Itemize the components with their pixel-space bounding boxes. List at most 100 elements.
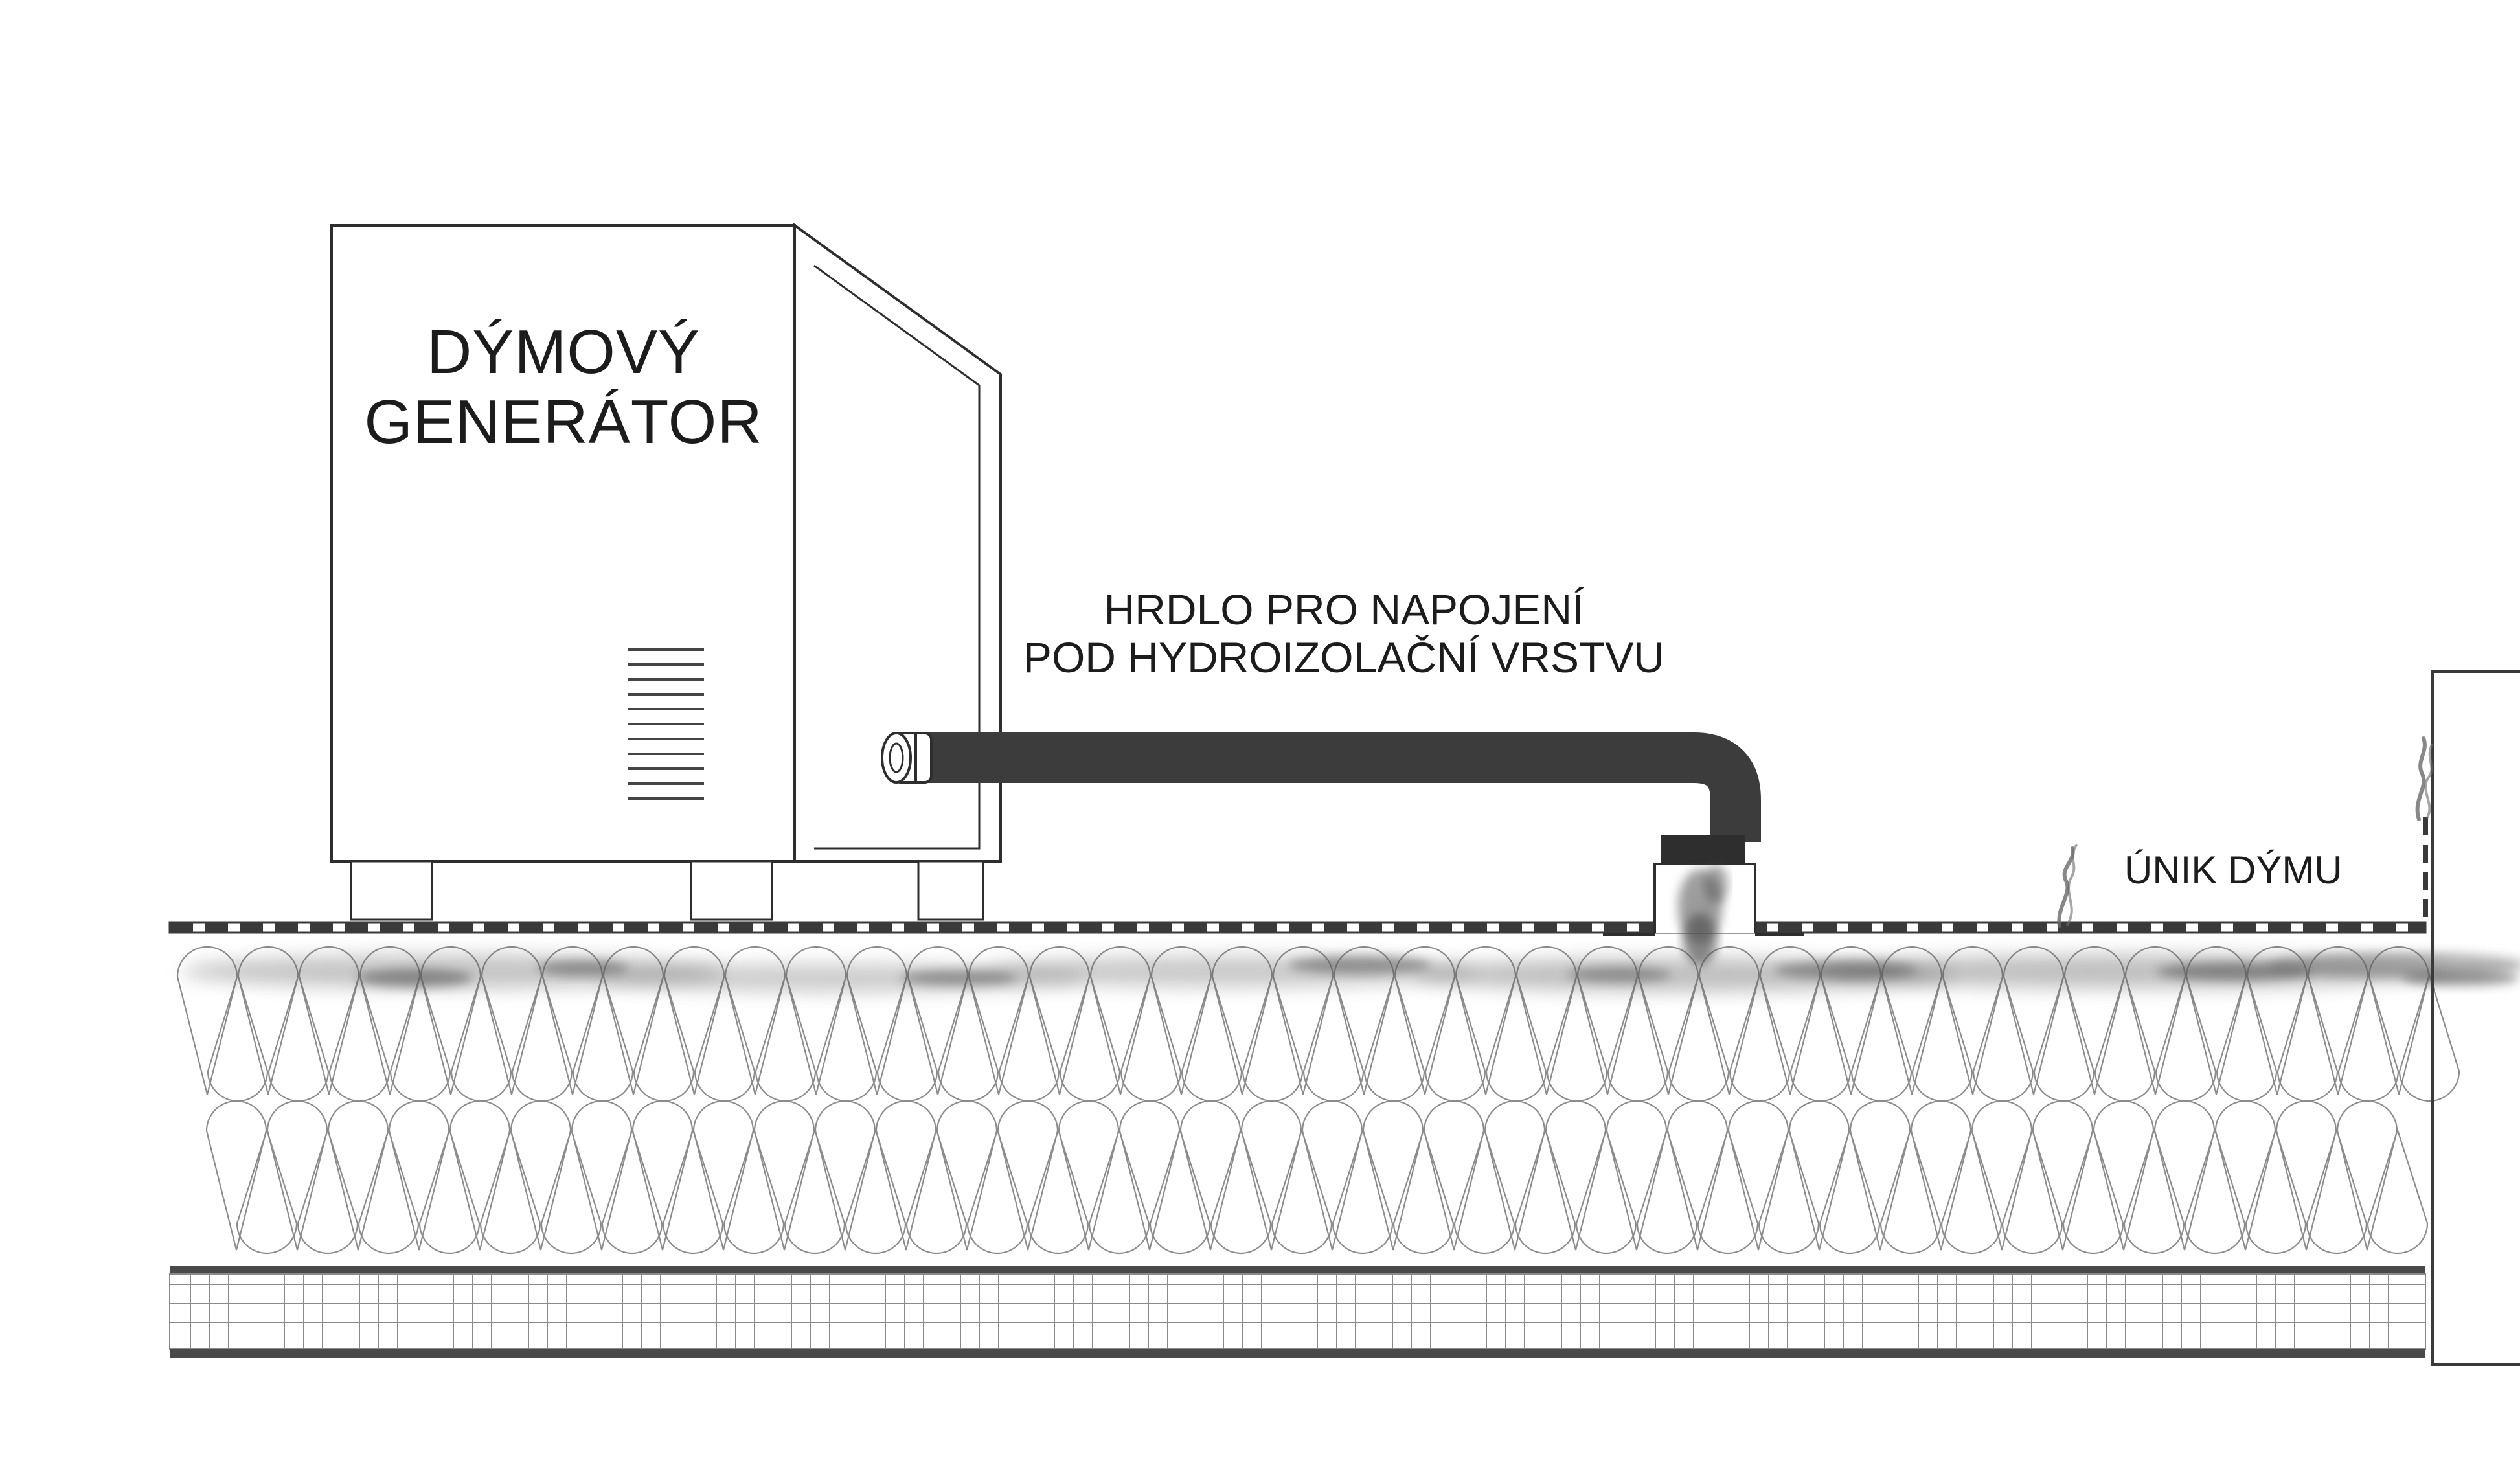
insulation-teardrop [814,1100,876,1251]
insulation-teardrop [2184,1128,2246,1255]
insulation-teardrop [1058,1100,1120,1251]
insulation-teardrop [389,972,451,1102]
insulation-teardrop [1850,972,1913,1102]
insulation-teardrop [1149,1128,1211,1255]
insulation-teardrop [205,1100,267,1251]
insulation-teardrop [937,972,999,1102]
insulation-teardrop [2216,972,2278,1102]
insulation-teardrop [997,1100,1059,1251]
smoke-leak-label: ÚNIK DÝMU [2124,848,2343,892]
insulation-teardrop [2032,1100,2094,1251]
insulation-teardrop [1849,1100,1911,1251]
hose-icon [881,732,1761,864]
insulation-teardrop [2214,1100,2276,1251]
generator-label-line-2: GENERÁTOR [364,387,763,457]
insulation-teardrop [418,1128,481,1255]
insulation-teardrop [1392,1128,1455,1255]
insulation-teardrop [1271,1128,1333,1255]
generator-label: DÝMOVÝ GENERÁTOR [337,317,790,457]
insulation-teardrop [510,1100,572,1251]
nozzle-label: HRDLO PRO NAPOJENÍ POD HYDROIZOLAČNÍ VRS… [1010,585,1677,682]
insulation-teardrop [1819,1128,1881,1255]
insulation-teardrop [694,972,756,1102]
insulation-teardrop [1729,972,1791,1102]
insulation-teardrop [266,1100,328,1251]
insulation-teardrop [2062,1128,2124,1255]
insulation-teardrop [2276,972,2339,1102]
insulation-teardrop [2153,1100,2216,1251]
insulation-teardrop [784,1128,846,1255]
insulation-teardrop [388,1100,450,1251]
waterproofing-membrane [168,921,2427,934]
insulation-teardrop [966,1128,1028,1255]
smoke-generator-icon [330,223,1002,921]
nozzle-label-line-2: POD HYDROIZOLAČNÍ VRSTVU [1023,633,1665,681]
insulation-teardrop [1453,1128,1515,1255]
insulation-teardrop [1120,972,1182,1102]
insulation-teardrop [1911,972,1973,1102]
insulation-teardrop [1971,1100,2033,1251]
insulation-teardrop [692,1100,755,1251]
insulation-teardrop [2336,1100,2398,1251]
insulation-teardrop [1545,1100,1607,1251]
insulation-teardrop [358,1128,420,1255]
insulation-teardrop [753,1100,815,1251]
insulation-teardrop [1088,1128,1150,1255]
insulation-teardrop [449,1100,511,1251]
insulation-teardrop [1362,1100,1424,1251]
insulation-teardrop [936,1100,998,1251]
insulation-teardrop [1879,1128,1942,1255]
smoke-under-membrane [181,952,2520,992]
insulation-teardrop [755,972,817,1102]
insulation-teardrop [631,1100,694,1251]
insulation-teardrop [1424,972,1486,1102]
insulation-teardrop [1484,1100,1546,1251]
insulation-teardrop [1302,972,1365,1102]
insulation-teardrop [905,1128,968,1255]
insulation-teardrop [723,1128,785,1255]
insulation-teardrop [876,972,938,1102]
insulation-teardrop [2337,972,2400,1102]
generator-foot [917,860,984,921]
insulation-teardrop [601,1128,663,1255]
wall [2423,670,2520,1366]
insulation-teardrop [2093,1100,2155,1251]
smoke-wisp-icon [2057,736,2433,928]
insulation-teardrop [297,1128,359,1255]
insulation-teardrop [815,972,878,1102]
insulation-teardrop [998,972,1060,1102]
insulation-teardrop [327,1100,389,1251]
insulation-teardrop [1910,1100,1972,1251]
insulation-teardrop [1758,1128,1820,1255]
insulation-teardrop [1727,1100,1789,1251]
base-grid-layer [169,1266,2426,1358]
insulation-teardrop [328,972,391,1102]
insulation-teardrop [1789,972,1852,1102]
insulation-teardrop [662,1128,724,1255]
insulation-teardrop [1575,1128,1637,1255]
insulation-teardrop [2001,1128,2063,1255]
insulation-teardrop [450,972,512,1102]
insulation-teardrop [1668,972,1730,1102]
insulation-teardrop [1423,1100,1485,1251]
generator-foot [690,860,773,921]
insulation-teardrop [1363,972,1425,1102]
insulation-teardrop [2033,972,2095,1102]
insulation-teardrop [511,972,573,1102]
insulation-teardrop [1788,1100,1850,1251]
insulation-teardrop [1606,1100,1668,1251]
insulation-teardrop [1607,972,1669,1102]
insulation-teardrop [2275,1100,2337,1251]
insulation-teardrop [1514,1128,1576,1255]
insulation-teardrop [479,1128,541,1255]
insulation-teardrop [2094,972,2156,1102]
insulation-teardrop [2155,972,2217,1102]
insulation-teardrop [1240,1100,1302,1251]
insulation-teardrop [845,1128,907,1255]
insulation-teardrop [1179,1100,1242,1251]
insulation-teardrop [1666,1100,1729,1251]
insulation-teardrop [1546,972,1608,1102]
insulation-teardrop [1210,1128,1272,1255]
insulation-teardrop [571,1100,633,1251]
